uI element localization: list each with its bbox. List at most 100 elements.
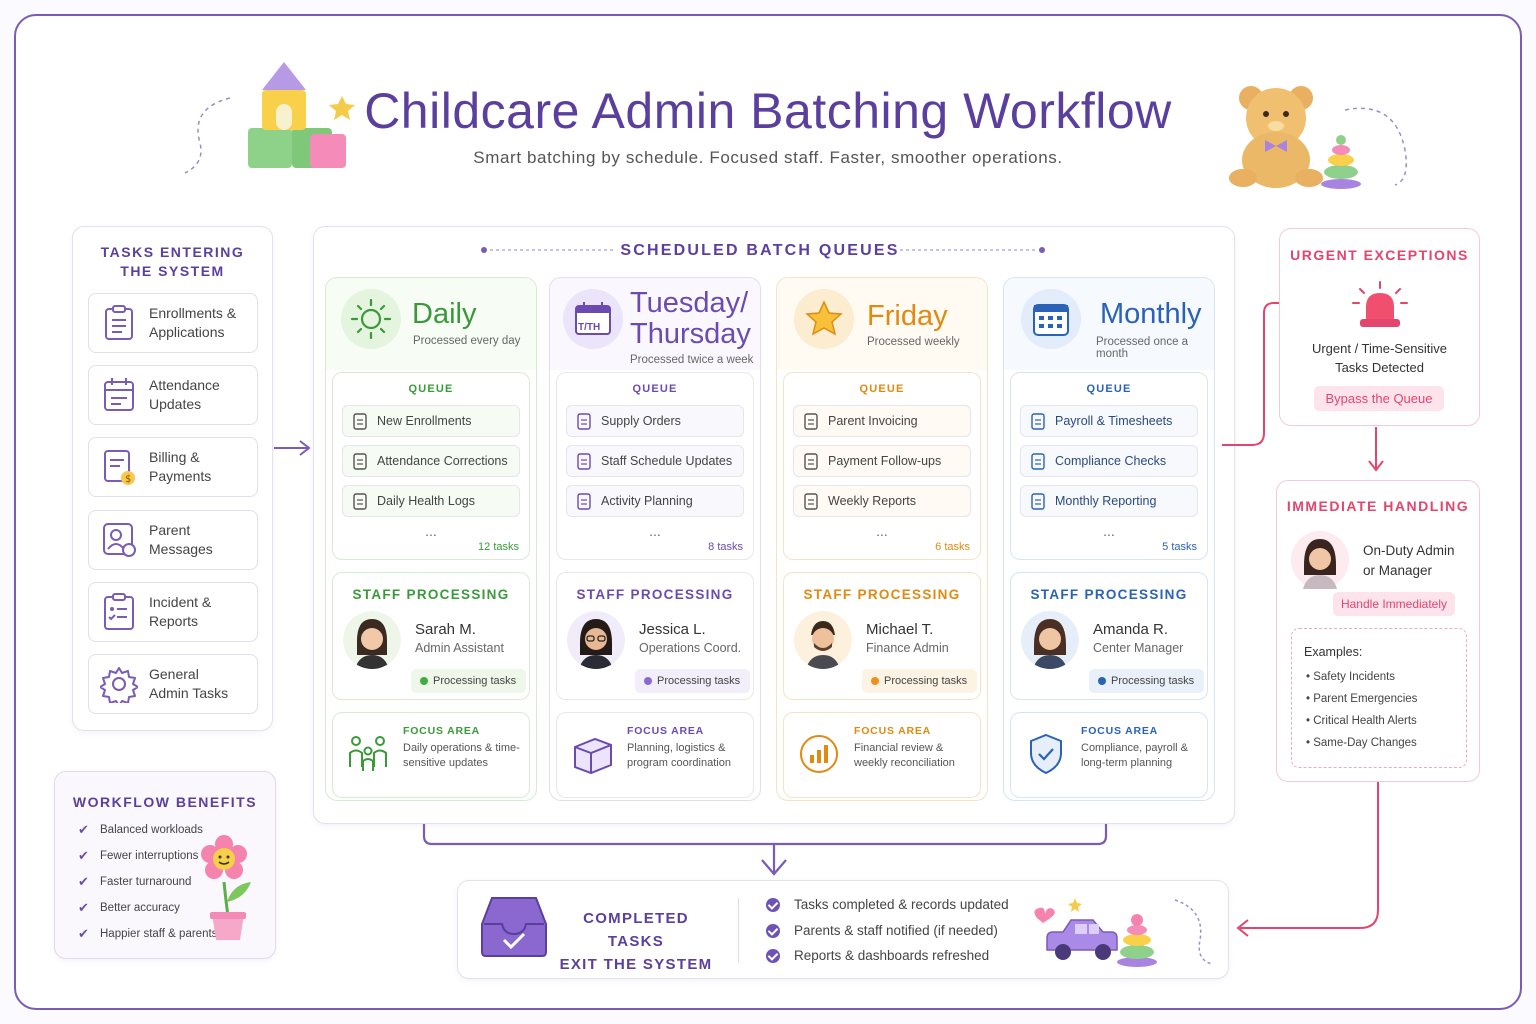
column-name: Daily <box>412 298 477 330</box>
focus-label: FOCUS AREA <box>403 725 481 737</box>
document-icon <box>1031 492 1045 510</box>
column-sub: Processed every day <box>413 335 521 347</box>
column-sub: Processed twice a week <box>630 354 754 366</box>
staff-role: Operations Coord. <box>639 641 742 655</box>
box-icon <box>574 737 612 775</box>
bar-chart-icon <box>800 735 838 773</box>
immediate-person: On-Duty Admin or Manager <box>1363 543 1455 578</box>
example-item: • Same-Day Changes <box>1306 737 1417 749</box>
queue-column-friday: Friday Processed weekly QUEUE Parent Inv… <box>776 277 988 801</box>
queue-label: QUEUE <box>408 383 454 395</box>
focus-label: FOCUS AREA <box>1081 725 1159 737</box>
check-icon: ✔ <box>78 900 89 915</box>
gear-icon <box>100 667 138 703</box>
flower-pot-icon <box>201 835 251 940</box>
task-general-admin[interactable]: General Admin Tasks <box>88 654 258 714</box>
focus-box: FOCUS AREA Financial review & weekly rec… <box>783 712 981 798</box>
shield-check-icon <box>1030 733 1062 775</box>
queue-item[interactable]: Weekly Reports <box>793 485 971 517</box>
queues-title-rule <box>481 247 1045 253</box>
bypass-badge: Bypass the Queue <box>1314 386 1444 411</box>
benefit-item: ✔Happier staff & parents <box>78 926 218 941</box>
benefits-title: WORKFLOW BENEFITS <box>72 794 258 810</box>
column-sub: Processed weekly <box>867 336 960 348</box>
focus-box: FOCUS AREA Daily operations & time-sensi… <box>332 712 530 798</box>
tasks-entering-title: TASKS ENTERING THE SYSTEM <box>100 244 245 279</box>
queue-label: QUEUE <box>632 383 678 395</box>
page-subtitle: Smart batching by schedule. Focused staf… <box>473 148 1063 167</box>
focus-box: FOCUS AREA Planning, logistics & program… <box>556 712 754 798</box>
completed-item: Parents & staff notified (if needed) <box>766 923 998 938</box>
document-icon <box>1031 412 1045 430</box>
queue-item[interactable]: Compliance Checks <box>1020 445 1198 477</box>
staff-box: STAFF PROCESSING Sarah M. Admin Assistan… <box>332 572 530 700</box>
check-circle-icon <box>766 948 780 963</box>
queue-item[interactable]: Payroll & Timesheets <box>1020 405 1198 437</box>
staff-name: Michael T. <box>866 621 934 638</box>
queue-more: ... <box>425 523 437 539</box>
task-parent-messages[interactable]: Parent Messages <box>88 510 258 570</box>
queue-box: QUEUE Payroll & Timesheets Compliance Ch… <box>1010 372 1208 560</box>
divider <box>738 898 739 962</box>
queue-item[interactable]: Daily Health Logs <box>342 485 520 517</box>
check-icon: ✔ <box>78 874 89 889</box>
document-icon <box>1031 452 1045 470</box>
document-icon <box>577 452 591 470</box>
task-count: 6 tasks <box>935 541 970 553</box>
task-billing[interactable]: $ Billing & Payments <box>88 437 258 497</box>
task-enrollments[interactable]: Enrollments & Applications <box>88 293 258 353</box>
invoice-icon: $ <box>104 450 135 485</box>
benefit-item: ✔Faster turnaround <box>78 874 192 889</box>
status-badge: Processing tasks <box>1089 669 1205 693</box>
document-icon <box>577 412 591 430</box>
focus-text: Compliance, payroll & long-term planning <box>1081 742 1188 769</box>
task-label: General Admin Tasks <box>149 666 229 701</box>
status-badge: Processing tasks <box>635 669 751 693</box>
avatar <box>794 611 852 669</box>
staff-role: Finance Admin <box>866 641 949 655</box>
teddy-bear-icon <box>1229 86 1407 189</box>
document-icon <box>353 412 367 430</box>
task-count: 12 tasks <box>478 541 519 553</box>
staff-role: Admin Assistant <box>415 641 504 655</box>
queue-item[interactable]: Activity Planning <box>566 485 744 517</box>
example-item: • Critical Health Alerts <box>1306 715 1417 727</box>
queue-item[interactable]: Parent Invoicing <box>793 405 971 437</box>
focus-label: FOCUS AREA <box>854 725 932 737</box>
inbox-check-icon <box>481 897 547 957</box>
staff-label: STAFF PROCESSING <box>803 587 961 602</box>
task-incident-reports[interactable]: Incident & Reports <box>88 582 258 642</box>
check-circle-icon <box>766 897 780 912</box>
queue-box: QUEUE Supply Orders Staff Schedule Updat… <box>556 372 754 560</box>
task-attendance[interactable]: Attendance Updates <box>88 365 258 425</box>
focus-label: FOCUS AREA <box>627 725 705 737</box>
check-circle-icon <box>766 923 780 938</box>
queue-item[interactable]: Staff Schedule Updates <box>566 445 744 477</box>
calendar-icon <box>563 289 623 349</box>
queue-label: QUEUE <box>1086 383 1132 395</box>
page-title: Childcare Admin Batching Workflow <box>364 83 1172 139</box>
queue-item[interactable]: Payment Follow-ups <box>793 445 971 477</box>
queue-box: QUEUE Parent Invoicing Payment Follow-up… <box>783 372 981 560</box>
check-icon: ✔ <box>78 822 89 837</box>
task-count: 5 tasks <box>1162 541 1197 553</box>
staff-box: STAFF PROCESSING Michael T. Finance Admi… <box>783 572 981 700</box>
staff-label: STAFF PROCESSING <box>352 587 510 602</box>
urgent-text: Urgent / Time-Sensitive Tasks Detected <box>1311 341 1448 375</box>
column-sub: Processed once a month <box>1096 336 1189 360</box>
arrow-down-icon <box>1368 427 1384 472</box>
avatar <box>1291 531 1349 589</box>
focus-text: Planning, logistics & program coordinati… <box>627 742 731 769</box>
checklist-icon <box>104 593 134 630</box>
staff-box: STAFF PROCESSING Amanda R. Center Manage… <box>1010 572 1208 700</box>
column-name: Monthly <box>1100 298 1202 330</box>
toy-car-icon <box>1034 898 1213 967</box>
queue-item[interactable]: Supply Orders <box>566 405 744 437</box>
queue-item[interactable]: Attendance Corrections <box>342 445 520 477</box>
queue-item[interactable]: Monthly Reporting <box>1020 485 1198 517</box>
staff-name: Jessica L. <box>639 621 706 638</box>
queue-item[interactable]: New Enrollments <box>342 405 520 437</box>
completed-item: Tasks completed & records updated <box>766 897 1009 912</box>
task-count: 8 tasks <box>708 541 743 553</box>
avatar <box>1021 611 1079 669</box>
